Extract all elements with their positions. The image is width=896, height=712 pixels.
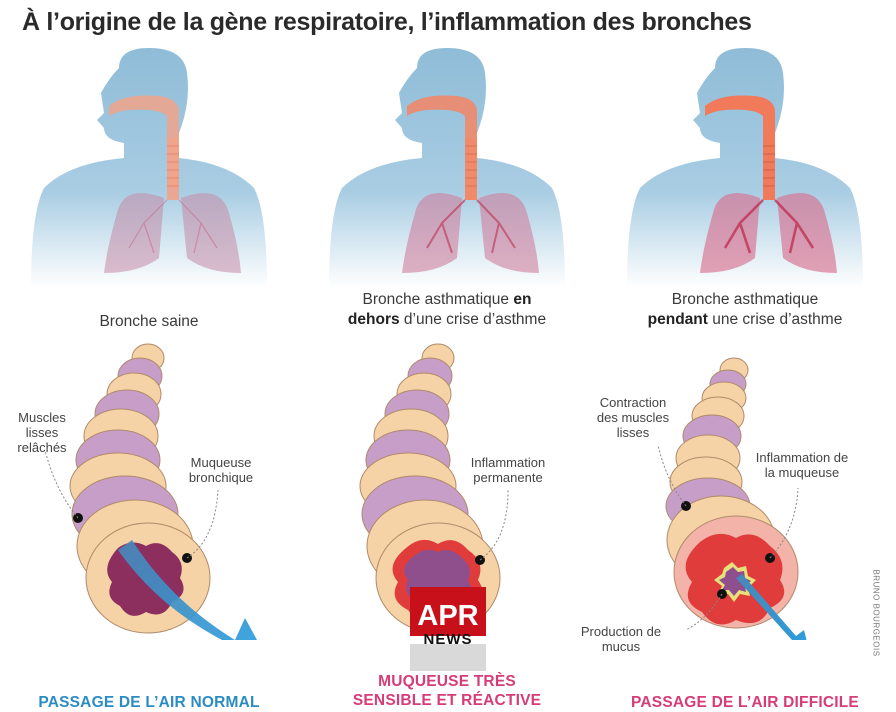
panel-caption: Bronche saine	[0, 312, 298, 332]
respiratory-silhouette-during-crisis	[627, 48, 863, 288]
callout-mucus-production: Production de mucus	[580, 624, 662, 654]
logo-news: NEWS	[423, 631, 473, 648]
respiratory-silhouette-healthy	[31, 48, 267, 288]
panel-asthmatic-during-crisis: Bronche asthmatique pendant une crise d’…	[581, 40, 894, 711]
apr-news-watermark-logo: APR NEWS	[410, 587, 486, 671]
respiratory-silhouette-outside-crisis	[329, 48, 565, 288]
bottom-label-normal-airflow: PASSAGE DE L’AIR NORMAL	[38, 694, 260, 711]
panel-asthmatic-outside-crisis: Bronche asthmatique en dehors d’une cris…	[298, 40, 596, 709]
callout-relaxed-muscles: Muscles lisses relâchés	[17, 410, 67, 455]
callout-mucosa-inflammation: Inflammation de la muqueuse	[755, 450, 849, 480]
callout-permanent-inflammation: Inflammation permanente	[470, 455, 546, 485]
panel-caption: Bronche asthmatique pendant une crise d’…	[647, 291, 843, 328]
callout-smooth-muscle-contraction: Contraction des muscles lisses	[596, 395, 670, 440]
panel-caption: Bronche asthmatique en dehors d’une cris…	[347, 291, 547, 328]
panel-healthy: Bronche saine Muscles lisses relâchés Mu…	[0, 40, 298, 711]
bottom-label-difficult-airflow: PASSAGE DE L’AIR DIFFICILE	[631, 694, 859, 711]
bronchus-during-crisis-illustration	[657, 357, 807, 640]
infographic-title: À l’origine de la gène respiratoire, l’i…	[22, 8, 752, 36]
caption-text: Bronche saine	[99, 313, 199, 330]
illustrator-credit: BRUNO BOURGEOIS	[871, 569, 881, 657]
bottom-label-sensitive-mucosa: MUQUEUSE TRÈS SENSIBLE ET RÉACTIVE	[352, 673, 542, 709]
logo-apr: APR	[410, 587, 486, 636]
bronchus-healthy-illustration	[44, 343, 258, 640]
callout-bronchial-mucosa: Muqueuse bronchique	[188, 455, 254, 485]
